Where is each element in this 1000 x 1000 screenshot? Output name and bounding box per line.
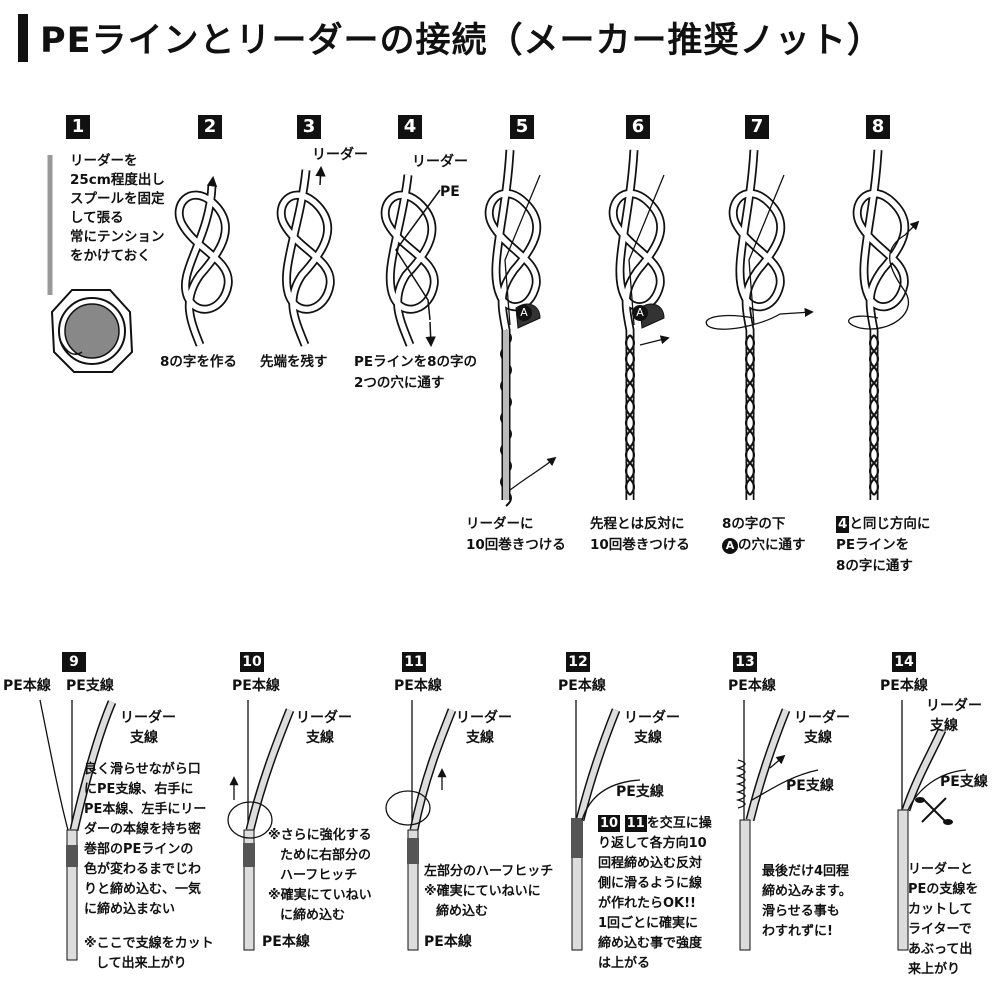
step12-badge-10: 10 — [598, 815, 621, 832]
step4-leader-label: リーダー — [412, 154, 468, 170]
step12-badge-11: 11 — [624, 815, 647, 832]
step10-half-hitch-right — [227, 700, 295, 951]
title-accent-bar — [18, 14, 28, 62]
step14-pe-branch-label: PE支線 — [940, 774, 988, 790]
step7-through-loop — [705, 149, 814, 500]
step9-pe-main-label: PE本線 — [3, 678, 51, 694]
step6-caption: 先程とは反対に 10回巻きつける — [590, 516, 690, 553]
step6-wrap-reverse — [608, 149, 670, 500]
step14-instructions: リーダーと PEの支線を カットして ライターで あぶって出 来上がり — [908, 862, 979, 977]
page-title: PEラインとリーダーの接続（メーカー推奨ノット） — [40, 21, 883, 61]
step12-pe-branch-label: PE支線 — [616, 784, 664, 800]
step2-caption: 8の字を作る — [160, 354, 237, 370]
step-number-13: 13 — [733, 652, 757, 672]
step-number-4: 4 — [398, 115, 422, 139]
step11-bottom-label: PE本線 — [424, 934, 472, 950]
step3-caption: 先端を残す — [260, 354, 328, 370]
step12-leader-branch-label: 支線 — [634, 730, 662, 746]
step8-badge-4: 4 — [836, 516, 850, 533]
step13-leader-branch-label: 支線 — [804, 730, 832, 746]
step13-pe-branch-label: PE支線 — [786, 778, 834, 794]
step-number-8: 8 — [866, 115, 890, 139]
step-number-6: 6 — [626, 115, 650, 139]
step1-spool-illustration — [47, 155, 134, 373]
step13-final-wraps — [735, 700, 819, 951]
step13-instructions: 最後だけ4回程 締め込みます。 滑らせる事も わすれずに! — [762, 864, 852, 939]
step-number-5: 5 — [510, 115, 534, 139]
step9-instructions: 良く滑らせながら口 にPE支線、右手に PE本線、左手にリー ダーの本線を持ち密… — [84, 762, 207, 917]
step12-leader-label: リーダー — [624, 710, 680, 726]
step14-cut-finish — [897, 700, 967, 951]
step3-leader-label: リーダー — [312, 147, 368, 163]
step12-alternate — [571, 700, 641, 951]
step14-pe-main-label: PE本線 — [880, 678, 928, 694]
step5-wrap-leader — [484, 149, 557, 507]
step9-tighten — [39, 699, 117, 961]
step11-pe-main-label: PE本線 — [394, 678, 442, 694]
step4-figure-eight-with-pe — [380, 174, 441, 348]
step1-instructions: リーダーを 25cm程度出し スプールを固定 して張る 常にテンション をかけて… — [70, 153, 165, 264]
step-number-9: 9 — [62, 652, 86, 672]
step7-badge-a: A — [722, 538, 738, 554]
step-number-14: 14 — [892, 652, 916, 672]
step14-leader-label: リーダー — [926, 698, 982, 714]
step14-leader-branch-label: 支線 — [930, 718, 958, 734]
step-number-11: 11 — [402, 652, 426, 672]
step10-instructions: ※さらに強化する ために右部分の ハーフヒッチ ※確実にていねい に締め込む — [268, 828, 372, 923]
step-number-7: 7 — [745, 115, 769, 139]
step10-bottom-label: PE本線 — [262, 934, 310, 950]
step9-leader-label: リーダー — [120, 710, 176, 726]
step5-caption: リーダーに 10回巻きつける — [466, 516, 566, 553]
step-number-2: 2 — [198, 115, 222, 139]
step9-pe-branch-label: PE支線 — [66, 678, 114, 694]
step5-marker-a: A — [516, 305, 532, 321]
step2-figure-eight — [174, 175, 233, 347]
step8-through-figure-eight — [848, 149, 920, 500]
step4-caption: PEラインを8の字の 2つの穴に通す — [354, 354, 478, 391]
step10-leader-branch-label: 支線 — [306, 730, 334, 746]
step10-leader-label: リーダー — [296, 710, 352, 726]
step11-half-hitch-left — [385, 700, 457, 951]
step4-pe-label: PE — [440, 184, 460, 200]
step3-figure-eight — [276, 165, 335, 347]
step-number-3: 3 — [297, 115, 321, 139]
step-number-1: 1 — [66, 115, 90, 139]
step9-note: ※ここで支線をカット して出来上がり — [84, 936, 214, 971]
step-number-10: 10 — [240, 652, 264, 672]
step9-leader-branch-label: 支線 — [130, 730, 158, 746]
step13-leader-label: リーダー — [794, 710, 850, 726]
step12-pe-main-label: PE本線 — [558, 678, 606, 694]
step11-leader-branch-label: 支線 — [466, 730, 494, 746]
step13-pe-main-label: PE本線 — [728, 678, 776, 694]
step11-instructions: 左部分のハーフヒッチ ※確実にていねいに 締め込む — [424, 864, 554, 919]
step10-pe-main-label: PE本線 — [232, 678, 280, 694]
step6-marker-a: A — [632, 305, 648, 321]
step11-leader-label: リーダー — [456, 710, 512, 726]
step-number-12: 12 — [566, 652, 590, 672]
